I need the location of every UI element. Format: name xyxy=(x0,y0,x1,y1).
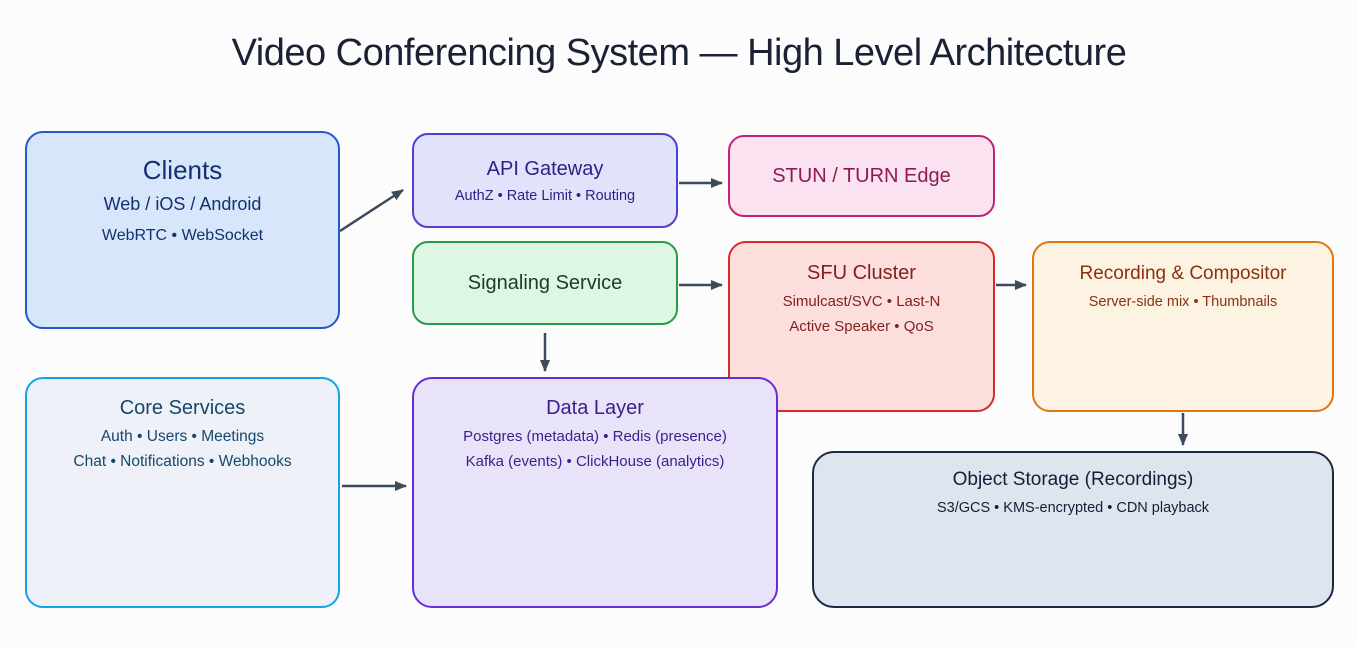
node-core-services-line: Chat • Notifications • Webhooks xyxy=(73,453,292,470)
node-clients-line: Web / iOS / Android xyxy=(103,194,262,214)
node-core-services-title: Core Services xyxy=(119,397,246,419)
node-api-gateway: API Gateway AuthZ • Rate Limit • Routing xyxy=(412,133,678,228)
node-stun-turn-edge-title: STUN / TURN Edge xyxy=(772,165,951,187)
node-stun-turn-edge: STUN / TURN Edge xyxy=(728,135,995,217)
node-api-gateway-line: AuthZ • Rate Limit • Routing xyxy=(454,188,636,204)
node-clients-line: WebRTC • WebSocket xyxy=(101,227,264,244)
diagram-title: Video Conferencing System — High Level A… xyxy=(231,32,1127,74)
node-core-services-line: Auth • Users • Meetings xyxy=(100,428,265,445)
node-sfu-cluster: SFU Cluster Simulcast/SVC • Last-N Activ… xyxy=(728,241,995,412)
node-data-layer: Data Layer Postgres (metadata) • Redis (… xyxy=(412,377,778,608)
edge-clients-to-api-gateway xyxy=(339,188,404,233)
node-recording-compositor: Recording & Compositor Server-side mix •… xyxy=(1032,241,1334,412)
node-clients: Clients Web / iOS / Android WebRTC • Web… xyxy=(25,131,340,329)
node-object-storage-title: Object Storage (Recordings) xyxy=(952,469,1194,490)
node-sfu-cluster-line: Simulcast/SVC • Last-N xyxy=(782,293,941,310)
node-sfu-cluster-line: Active Speaker • QoS xyxy=(789,318,934,335)
node-clients-title: Clients xyxy=(142,155,223,185)
node-core-services: Core Services Auth • Users • Meetings Ch… xyxy=(25,377,340,608)
node-data-layer-line: Postgres (metadata) • Redis (presence) xyxy=(463,428,727,445)
node-data-layer-title: Data Layer xyxy=(546,397,644,419)
node-sfu-cluster-title: SFU Cluster xyxy=(807,262,916,284)
node-data-layer-line: Kafka (events) • ClickHouse (analytics) xyxy=(465,453,725,470)
node-object-storage-line: S3/GCS • KMS-encrypted • CDN playback xyxy=(936,500,1210,516)
node-object-storage: Object Storage (Recordings) S3/GCS • KMS… xyxy=(812,451,1334,608)
node-api-gateway-title: API Gateway xyxy=(486,158,604,180)
node-recording-compositor-line: Server-side mix • Thumbnails xyxy=(1088,294,1278,310)
node-signaling-service-title: Signaling Service xyxy=(467,272,623,294)
node-recording-compositor-title: Recording & Compositor xyxy=(1079,263,1287,284)
node-signaling-service: Signaling Service xyxy=(412,241,678,325)
